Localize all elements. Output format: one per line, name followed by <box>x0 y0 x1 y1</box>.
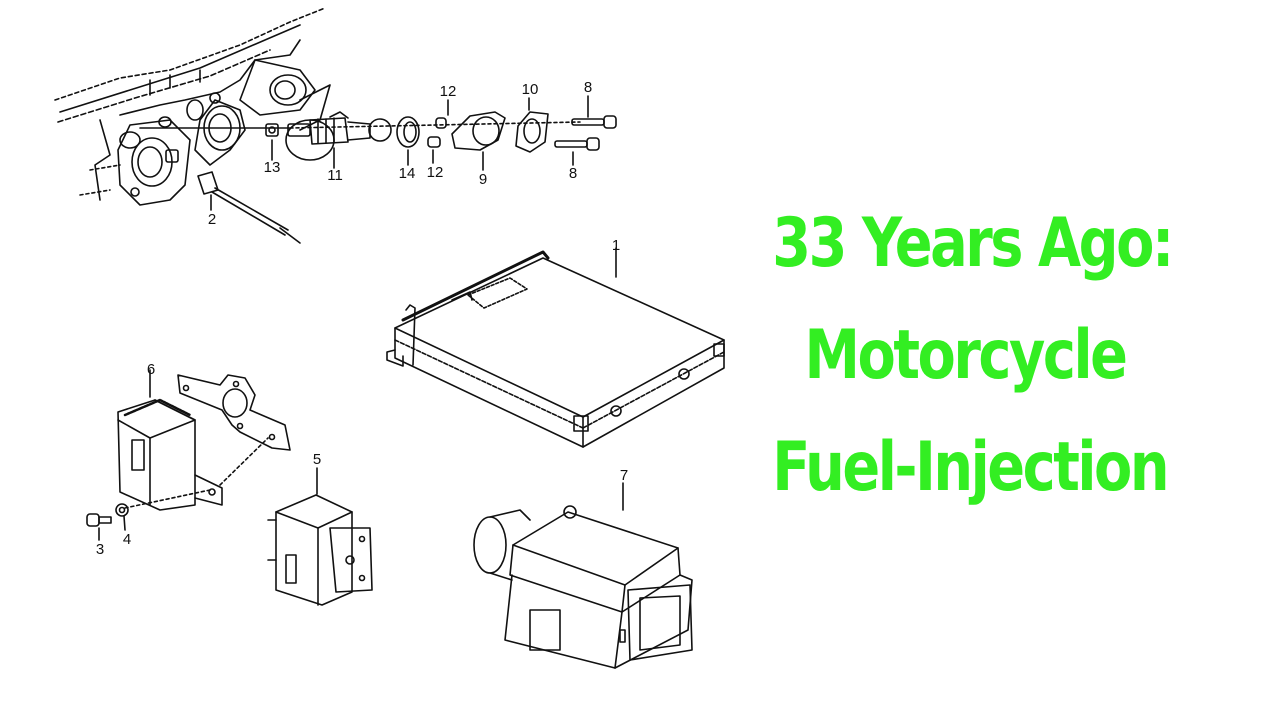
callout-5: 5 <box>312 451 322 468</box>
callout-3: 3 <box>95 541 105 558</box>
mounting-bracket <box>124 374 291 509</box>
callout-13: 13 <box>263 159 281 176</box>
airflow-meter-part-7 <box>473 482 693 669</box>
engine-block-drawing <box>54 7 335 206</box>
screw-part-8-lower <box>554 137 600 151</box>
title-line-3: Fuel-Injection <box>772 428 1169 507</box>
callout-6: 6 <box>146 361 156 378</box>
relay-part-6 <box>117 369 223 511</box>
callout-7: 7 <box>619 467 629 484</box>
callout-12-lower: 12 <box>426 164 444 181</box>
nut-part-13 <box>265 123 279 137</box>
housing-part-9 <box>451 111 506 151</box>
title-line-1: 33 Years Ago: <box>772 204 1174 283</box>
ecu-part-1 <box>386 247 725 448</box>
title-line-2: Motorcycle <box>804 316 1128 395</box>
bolt-part-3 <box>86 513 112 541</box>
callout-12-upper: 12 <box>439 83 457 100</box>
resistor-part-5 <box>267 467 373 606</box>
callout-8-upper: 8 <box>583 79 593 96</box>
bushing-part-12-lower <box>427 136 441 148</box>
callout-1: 1 <box>611 237 621 254</box>
callout-8-lower: 8 <box>568 165 578 182</box>
callout-11: 11 <box>327 167 343 184</box>
callout-14: 14 <box>398 165 416 182</box>
gasket-part-10 <box>515 111 549 153</box>
callout-9: 9 <box>478 171 488 188</box>
bushing-part-12-upper <box>435 117 447 129</box>
throttle-sensor-part-11 <box>287 111 392 145</box>
callout-2: 2 <box>207 211 217 228</box>
callout-10: 10 <box>521 81 539 98</box>
temperature-sensor-part-2 <box>165 149 301 244</box>
washer-part-14 <box>396 116 420 148</box>
screw-part-8-upper <box>571 115 617 129</box>
washer-part-4 <box>115 503 129 531</box>
headline-title: 33 Years Ago: Motorcycle Fuel-Injection <box>772 188 1174 524</box>
callout-4: 4 <box>122 531 132 548</box>
